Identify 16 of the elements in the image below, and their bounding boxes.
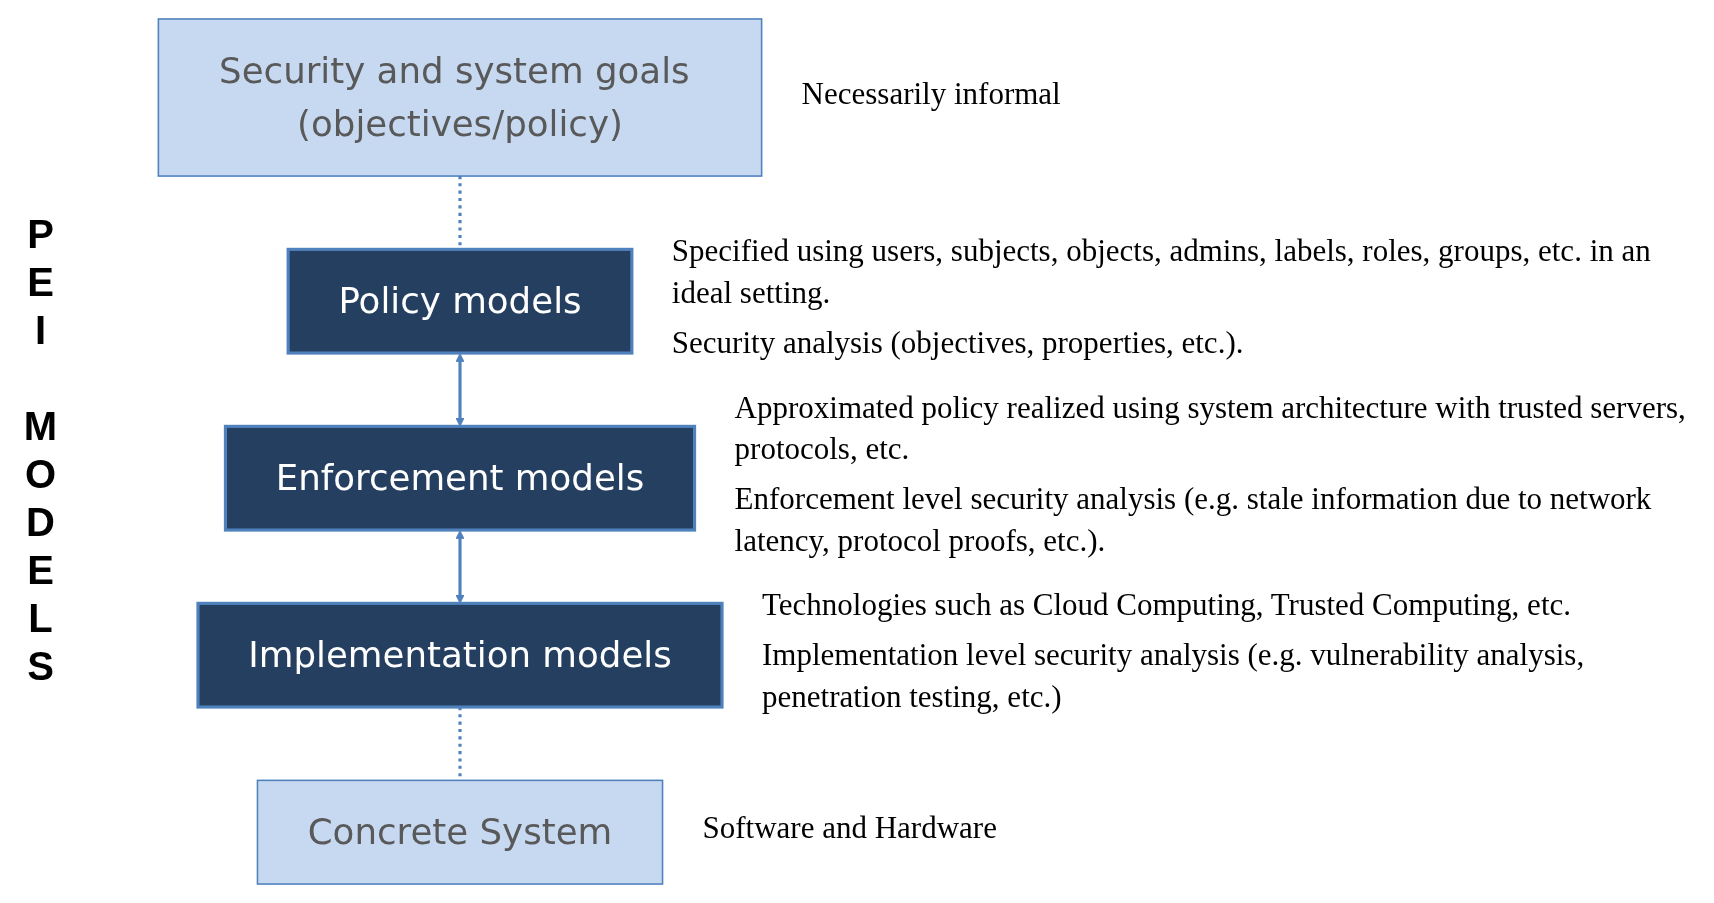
description-text: Technologies such as Cloud Computing, Trusted Computing, etc. (762, 586, 1572, 625)
arrow (455, 353, 465, 427)
description-text: Software and Hardware (702, 809, 998, 848)
description-text: Specified using users, subjects, objects, admins, labels, roles, groups, etc. in an ideal setting. (671, 232, 1652, 313)
vertical-label: PEI MODELS (17, 211, 63, 692)
node-box: Security and system goals (objectives/policy) (157, 18, 763, 177)
node-box: Enforcement models (223, 424, 697, 532)
description-text: Approximated policy realized using system architecture with trusted servers, protocols, etc. (734, 388, 1687, 469)
node-box: Policy models (286, 247, 634, 355)
description-text: Implementation level security analysis (e.g. vulnerability analysis, penetration testing, etc.) (762, 636, 1586, 717)
node-box: Implementation models (196, 601, 724, 709)
arrow (455, 530, 465, 604)
node-box: Concrete System (256, 779, 664, 885)
description-text: Necessarily informal (801, 74, 1062, 113)
description-text: Enforcement level security analysis (e.g. stale information due to network latency, protocol proofs, etc.). (734, 480, 1653, 561)
description-text: Security analysis (objectives, properties, etc.). (671, 324, 1245, 363)
